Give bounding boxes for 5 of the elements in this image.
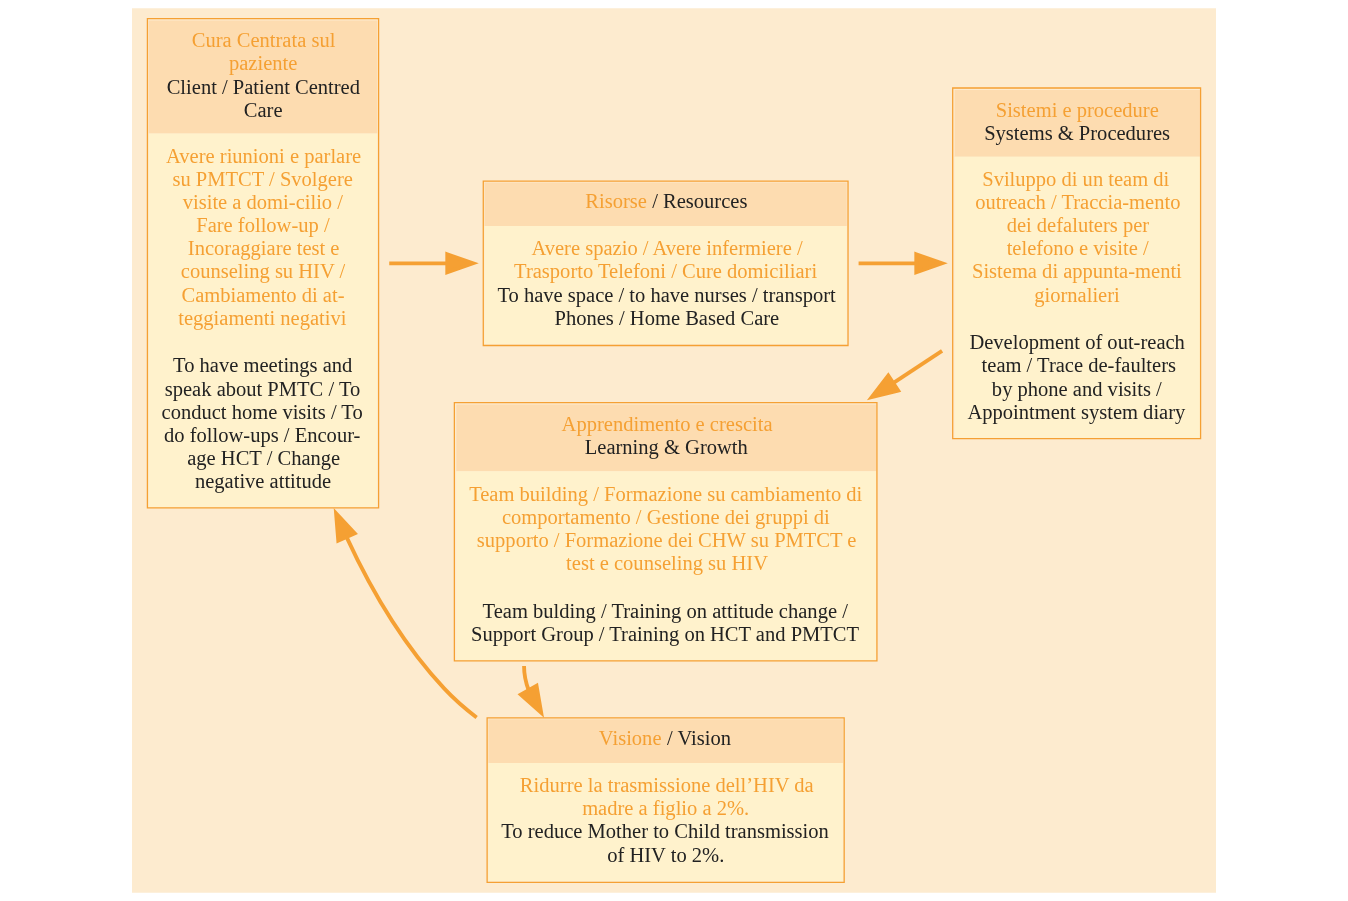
arrow (389, 251, 479, 275)
arrow (858, 251, 948, 275)
arrow (517, 665, 544, 718)
arrow (333, 508, 478, 719)
arrow (866, 349, 944, 401)
